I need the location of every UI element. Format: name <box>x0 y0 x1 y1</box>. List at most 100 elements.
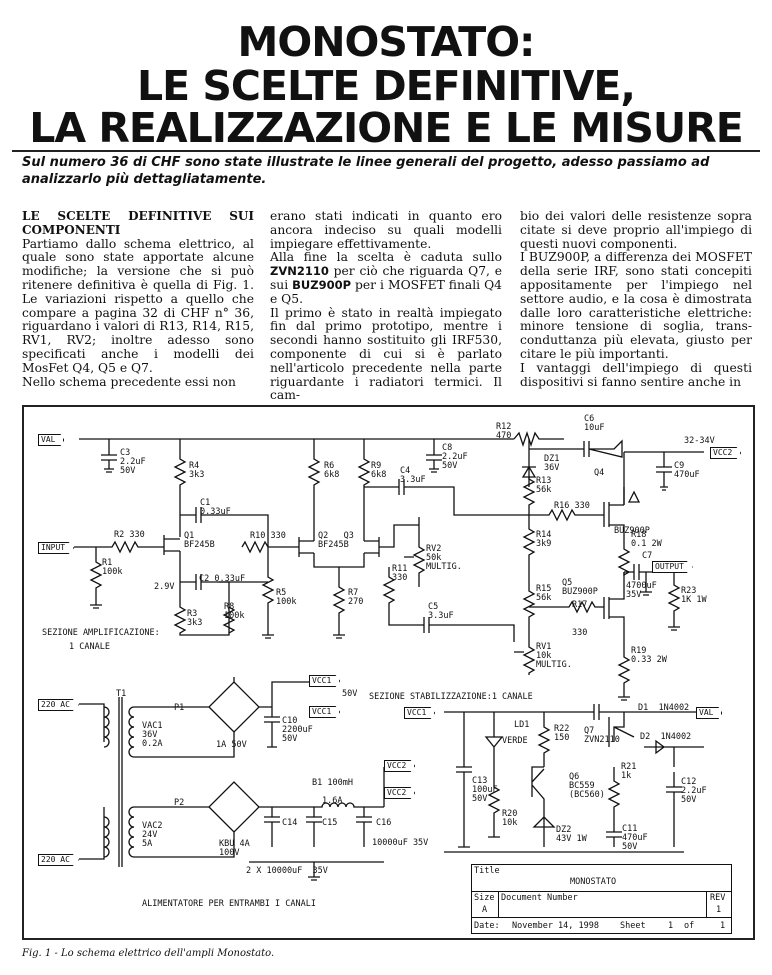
label-c10: C10 2200uF 50V <box>282 716 313 744</box>
label-r15: R15 56k <box>536 584 552 603</box>
label-c2: C2 0.33uF <box>199 574 246 584</box>
figure-caption: Fig. 1 - Lo schema elettrico dell'ampli … <box>22 948 275 959</box>
label-c6: C6 10uF <box>584 414 605 433</box>
label-q7: Q7 ZVN2110 <box>584 726 620 745</box>
label-r12: R12 470 <box>496 422 512 441</box>
label-dz2: DZ2 43V 1W <box>556 825 587 844</box>
article-title-line-3: LA REALIZZAZIONE E LE MISURE <box>29 104 744 152</box>
label-r21: R21 1k <box>621 762 637 781</box>
label-ld1: LD1 <box>514 720 530 730</box>
label-alimentatore: ALIMENTATORE PER ENTRAMBI I CANALI <box>142 899 316 909</box>
section-label-stabilization: SEZIONE STABILIZZAZIONE:1 CANALE <box>369 692 533 702</box>
label-c7-value: 4700uF 35V <box>626 581 657 600</box>
document-number-label: Document Number <box>501 893 578 903</box>
label-c7: C7 <box>642 551 653 561</box>
section-label-channel: 1 CANALE <box>69 642 110 652</box>
text-run: per ciò che riguarda Q7, e sui <box>270 264 502 292</box>
label-buz900p: BUZ900P <box>614 526 650 536</box>
label-voltage: 2.9V <box>154 582 175 592</box>
of-value: 1 <box>720 921 726 931</box>
label-r9: R9 6k8 <box>371 461 387 480</box>
label-vac2: VAC2 24V 5A <box>142 821 163 849</box>
label-c9: C9 470uF <box>674 461 700 480</box>
label-r13: R13 56k <box>536 476 552 495</box>
text-column-2: erano stati indicati in quanto ero ancor… <box>270 209 502 403</box>
label-r14: R14 3k9 <box>536 530 552 549</box>
label-r16: R16 330 <box>554 501 590 511</box>
net-tag-vcc2: VCC2 <box>384 760 416 772</box>
schematic-figure: VAL INPUT OUTPUT VCC2 VCC1 VCC1 VCC2 VCC… <box>22 405 755 940</box>
label-r6: R6 6k8 <box>324 461 340 480</box>
label-r18: R18 0.1 2W <box>631 530 662 549</box>
paragraph: erano stati indicati in quanto ero ancor… <box>270 209 502 251</box>
paragraph: Partiamo dallo schema elettrico, al qual… <box>22 236 254 375</box>
paragraph: Nello schema precedente essi non <box>22 374 236 389</box>
label-c5: C5 3.3uF <box>428 602 454 621</box>
text-run: per i MOSFET finali Q4 e Q5. <box>270 277 502 306</box>
part-number: ZVN2110 <box>270 264 329 279</box>
label-r1: R1 100k <box>102 558 123 577</box>
text-run: Alla fine la scelta è caduta sullo <box>270 250 502 265</box>
label-c14: C14 <box>282 818 298 828</box>
net-tag-val: VAL <box>696 707 723 719</box>
label-c12: C12 2.2uF 50V <box>681 777 707 805</box>
label-q6: Q6 BC559 (BC560) <box>569 772 605 800</box>
label-q1: Q1 BF245B <box>184 531 215 550</box>
article-title-line-2: LE SCELTE DEFINITIVE, <box>136 62 636 110</box>
size-value: A <box>482 905 488 915</box>
rev-label: REV <box>710 893 726 903</box>
of-label: of <box>684 921 695 931</box>
title-value: MONOSTATO <box>570 877 617 887</box>
text-column-1: LE SCELTE DEFINITIVE SUI COMPONENTI Part… <box>22 209 254 389</box>
paragraph: bio dei valori delle resistenze sopra ci… <box>520 209 752 251</box>
label-c11: C11 470uF 50V <box>622 824 648 852</box>
label-r11: R11 330 <box>392 564 408 583</box>
label-r20: R20 10k <box>502 809 518 828</box>
label-c16: C16 <box>376 818 392 828</box>
date-value: November 14, 1998 <box>512 921 599 931</box>
label-c15: C15 <box>322 818 338 828</box>
title-block: Title MONOSTATO Size A Document Number R… <box>471 864 732 934</box>
date-label: Date: <box>474 921 500 931</box>
label-supply-voltage: 32-34V <box>684 436 715 446</box>
label-bridge1: 1A 50V <box>216 740 247 750</box>
label-r4: R4 3k3 <box>189 461 205 480</box>
article-subtitle: Sul numero 36 di CHF sono state illustra… <box>22 155 710 187</box>
article-title-line-1: MONOSTATO: <box>237 18 536 66</box>
label-b1: B1 100mH <box>312 778 353 788</box>
label-d2: D2 1N4002 <box>640 732 692 742</box>
net-tag-input: INPUT <box>38 542 75 554</box>
paragraph: I vantaggi dell'impiego di questi dispos… <box>520 360 752 389</box>
schematic-wiring <box>74 430 704 881</box>
rev-value: 1 <box>716 905 722 915</box>
label-r10: R10 330 <box>250 531 286 541</box>
net-tag-output: OUTPUT <box>652 561 693 573</box>
label-kbu: KBU 4A 100V <box>219 839 250 858</box>
label-d1: D1 1N4002 <box>638 703 690 713</box>
label-r17-value: 330 <box>572 628 588 638</box>
net-tag-vcc1: VCC1 <box>404 707 436 719</box>
label-p2: P2 <box>174 798 185 808</box>
net-tag-val: VAL <box>38 434 65 446</box>
paragraph: Il primo è stato in realtà impiegato fin… <box>270 305 502 403</box>
net-tag-vcc1: VCC1 <box>309 706 341 718</box>
label-rv2: RV2 50k MULTIG. <box>426 544 462 572</box>
label-r23: R23 1K 1W <box>681 586 707 605</box>
paragraph: I BUZ900P, a differenza dei MOSFET della… <box>520 250 752 361</box>
label-r7: R7 270 <box>348 588 364 607</box>
label-c8: C8 2.2uF 50V <box>442 443 468 471</box>
label-r8: R8 100k <box>224 602 245 621</box>
net-tag-vcc1: VCC1 <box>309 675 341 687</box>
label-c16-value: 10000uF 35V <box>372 838 429 848</box>
label-q4: Q4 <box>594 468 605 478</box>
label-t1: T1 <box>116 689 127 699</box>
divider <box>706 891 707 917</box>
label-r17: R17 <box>572 600 588 610</box>
label-r3: R3 3k3 <box>187 609 203 628</box>
divider <box>472 891 731 892</box>
label-q2-q3: Q2 Q3 BF245B <box>318 531 354 550</box>
net-tag-ac: 220 AC <box>38 699 79 711</box>
label-p1: P1 <box>174 703 185 713</box>
section-label-amplification: SEZIONE AMPLIFICAZIONE: <box>42 628 160 638</box>
label-verde: VERDE <box>502 736 528 746</box>
